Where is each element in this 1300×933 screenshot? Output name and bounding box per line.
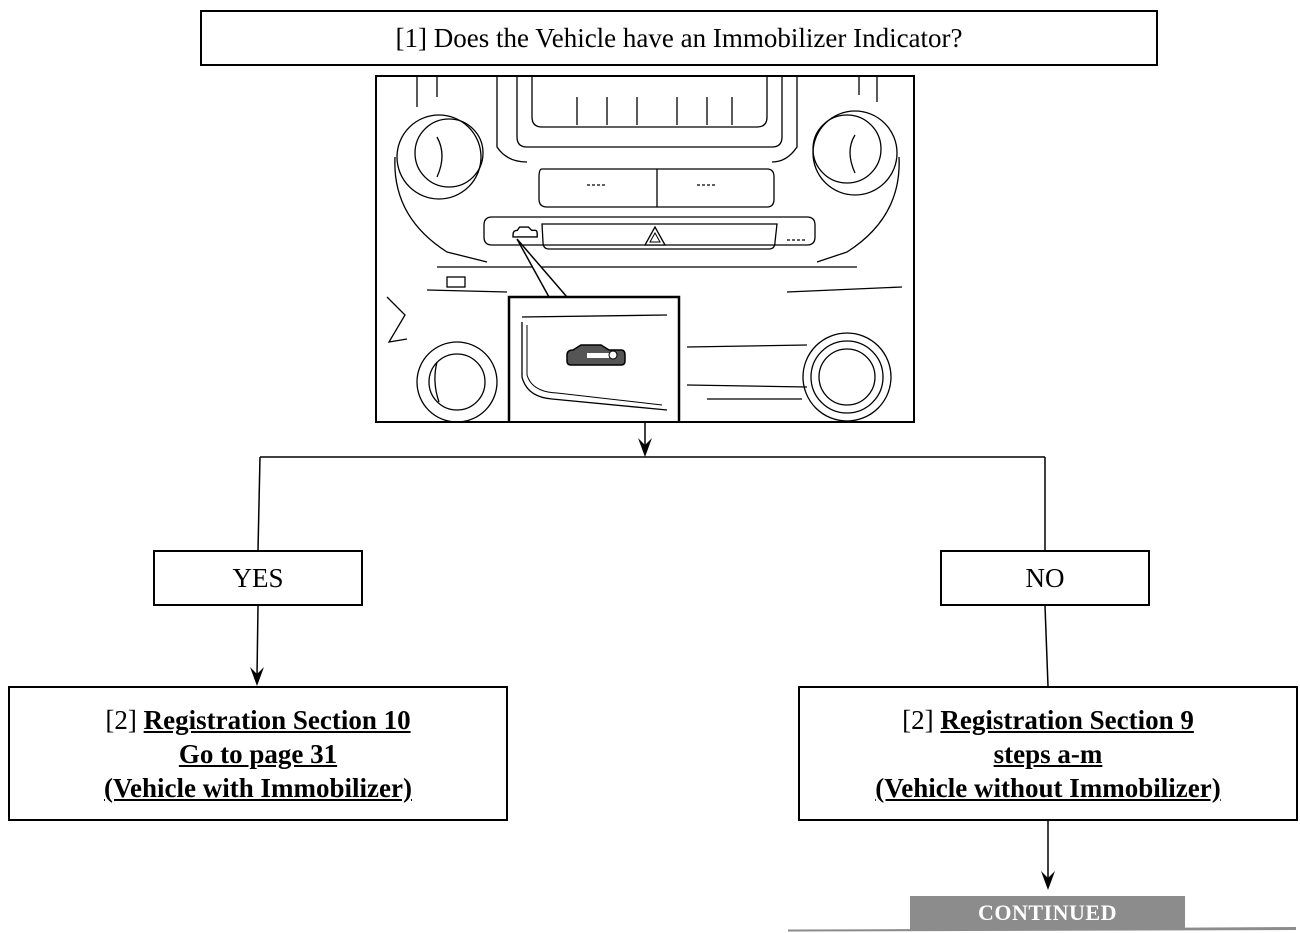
result-left-note: (Vehicle with Immobilizer) <box>104 772 412 803</box>
result-right-steps: steps a-m <box>993 738 1103 769</box>
question-box: [1] Does the Vehicle have an Immobilizer… <box>200 10 1158 66</box>
continued-banner: CONTINUED <box>788 896 1296 933</box>
result-right-prefix: [2] <box>902 704 934 735</box>
result-left-line1: [2] Registration Section 10 <box>105 703 410 737</box>
continued-label: CONTINUED <box>910 896 1185 930</box>
indicator-callout <box>507 238 681 421</box>
dashboard-drawing <box>386 77 903 421</box>
result-left-prefix: [2] <box>105 704 137 735</box>
car-key-icon <box>512 226 538 238</box>
no-label: NO <box>1025 562 1065 593</box>
result-without-immobilizer: [2] Registration Section 9 steps a-m (Ve… <box>798 686 1298 821</box>
result-with-immobilizer: [2] Registration Section 10 Go to page 3… <box>8 686 508 821</box>
result-right-section: Registration Section 9 <box>940 704 1194 735</box>
result-left-section: Registration Section 10 <box>143 704 411 735</box>
dashboard-illustration <box>375 75 915 423</box>
result-left-page: Go to page 31 <box>178 738 338 769</box>
no-branch-box: NO <box>940 550 1150 606</box>
yes-branch-box: YES <box>153 550 363 606</box>
result-right-line1: [2] Registration Section 9 <box>902 703 1194 737</box>
yes-label: YES <box>232 562 284 593</box>
result-right-note: (Vehicle without Immobilizer) <box>875 772 1221 803</box>
question-text: [1] Does the Vehicle have an Immobilizer… <box>395 22 963 53</box>
hazard-icon <box>643 225 667 246</box>
